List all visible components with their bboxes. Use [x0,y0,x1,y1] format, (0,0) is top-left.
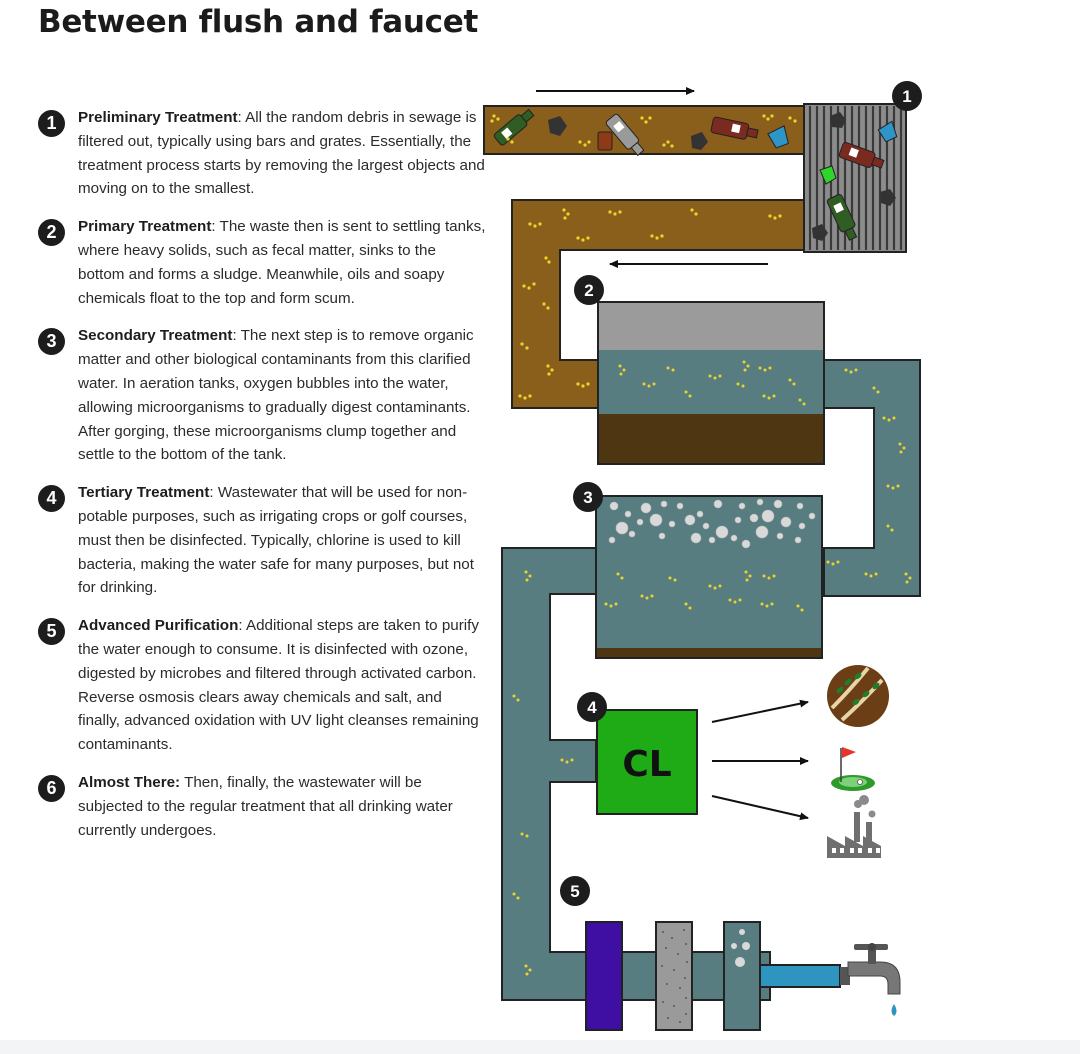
step-body: Wastewater that will be used for non-pot… [78,484,474,597]
step-text: Almost There: Then, finally, the wastewa… [78,771,486,842]
bar-screen [803,103,907,253]
svg-text:5: 5 [570,882,579,901]
diagram-marker-4: 4 [577,692,607,722]
bottle-icon [826,193,858,241]
step-body: The next step is to remove organic matte… [78,327,474,464]
step-text: Tertiary Treatment: Wastewater that will… [78,481,486,600]
page-title: Between flush and faucet [38,4,478,40]
crops-icon [827,665,889,727]
step-text: Secondary Treatment: The next step is to… [78,324,486,467]
step-5: 5 Advanced Purification: Additional step… [38,614,486,757]
aeration-tank [595,495,823,659]
step-1: 1 Preliminary Treatment: All the random … [38,106,486,201]
sewage-particles [490,114,797,400]
step-body: Additional steps are taken to purify the… [78,617,479,754]
scum-layer [598,302,824,350]
faucet-icon [840,943,901,1016]
bottle-icon [838,141,885,169]
step-heading: Advanced Purification [78,617,239,635]
step-heading: Almost There: [78,773,181,791]
oxidation-chamber [723,921,761,1031]
rock-icon [548,116,567,136]
purification-filters [585,921,761,1031]
svg-text:2: 2 [584,281,593,300]
step-number-badge: 5 [38,618,65,646]
factory-icon [827,795,881,858]
oxidation-bubbles [731,929,750,967]
svg-text:1: 1 [902,87,911,106]
chlorine-tank: CL [596,709,698,815]
bottle-icon [710,116,759,140]
page-bottom-bar [0,1040,1080,1054]
rock-icon [812,224,828,241]
step-number-badge: 6 [38,774,65,802]
cup-icon [877,120,898,143]
step-text: Primary Treatment: The waste then is sen… [78,215,486,310]
diagram-marker-5: 5 [560,876,590,906]
arrow-to-factory [711,795,809,821]
bottle-cap-icon [819,165,837,185]
step-heading: Tertiary Treatment [78,484,210,502]
bottle-icon [605,113,645,157]
step-body: The waste then is sent to settling tanks… [78,218,486,307]
chlorine-label: CL [622,744,671,785]
water-drop-icon [891,1004,897,1016]
step-number-badge: 1 [38,110,65,137]
settled-microorganisms [596,648,822,658]
cup-icon [767,125,789,149]
svg-text:4: 4 [587,698,597,717]
bottle-icon [493,108,535,146]
rock-icon [880,189,896,206]
water-particles [512,360,912,976]
step-heading: Secondary Treatment [78,327,233,345]
step-4: 4 Tertiary Treatment: Wastewater that wi… [38,481,486,600]
step-3: 3 Secondary Treatment: The next step is … [38,324,486,467]
svg-text:3: 3 [583,488,592,507]
oxygen-bubbles [608,498,816,549]
ozone-filter [585,921,623,1031]
step-separator: : [237,109,246,126]
step-separator: : [232,327,241,345]
step-text: Advanced Purification: Additional steps … [78,614,486,757]
arrow-to-crops [711,699,809,723]
step-number-badge: 4 [38,485,65,513]
diagram-marker-3: 3 [573,482,603,512]
diagram-marker-2: 2 [574,275,604,305]
steps-list: 1 Preliminary Treatment: All the random … [38,106,486,856]
step-separator: : [238,617,246,635]
carbon-specks [661,929,688,1023]
settling-tank [597,301,825,465]
step-number-badge: 2 [38,219,65,247]
step-body: All the random debris in sewage is filte… [78,109,485,198]
step-heading: Preliminary Treatment [78,109,238,126]
sludge-layer [598,414,824,464]
step-text: Preliminary Treatment: All the random de… [78,106,486,201]
inlet-debris [493,108,789,157]
rock-icon [830,112,846,128]
clean-water-pipe [759,964,841,988]
step-body: Then, finally, the wastewater will be su… [78,773,453,839]
diagram-marker-1: 1 [892,81,922,111]
secondary-to-treatment-pipe [501,547,597,1001]
primary-to-secondary-pipe [823,359,921,597]
step-2: 2 Primary Treatment: The waste then is s… [38,215,486,310]
carbon-filter [655,921,693,1031]
clarified-water [598,350,824,414]
step-number-badge: 3 [38,328,65,356]
rock-icon [691,132,708,150]
step-separator: : [211,218,220,236]
step-6: 6 Almost There: Then, finally, the waste… [38,771,486,842]
step-heading: Primary Treatment [78,218,212,236]
golf-course-icon [831,747,875,791]
can-icon [597,131,613,151]
step-separator: : [209,484,218,502]
